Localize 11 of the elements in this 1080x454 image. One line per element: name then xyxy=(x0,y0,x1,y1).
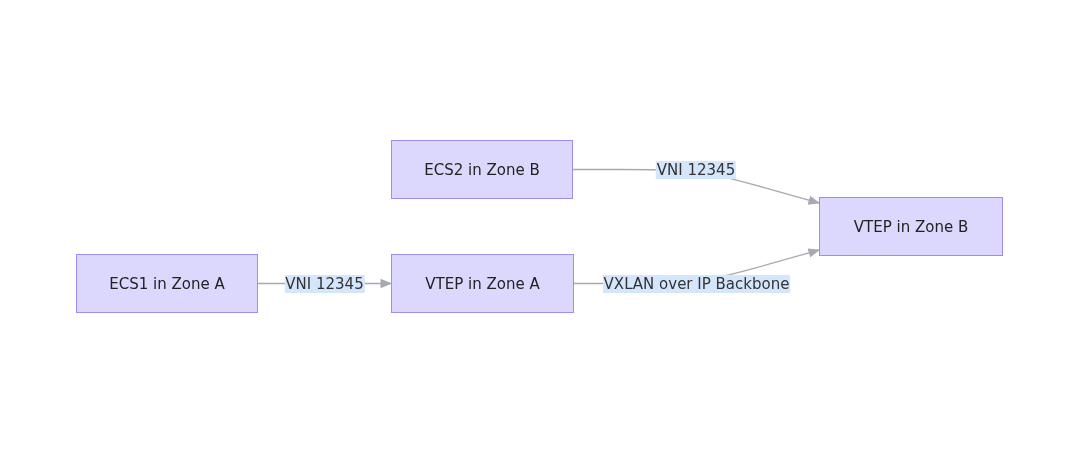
node-label: ECS2 in Zone B xyxy=(424,160,540,179)
process-box xyxy=(391,140,573,199)
node-label: VTEP in Zone B xyxy=(853,217,969,236)
node-label: VTEP in Zone A xyxy=(425,274,540,293)
edge-label: VNI 12345 xyxy=(284,274,365,293)
process-box xyxy=(391,254,574,313)
process-box xyxy=(819,197,1003,256)
node-label: ECS1 in Zone A xyxy=(109,274,225,293)
process-box xyxy=(76,254,258,313)
edge-label: VNI 12345 xyxy=(655,160,737,179)
edge-label: VXLAN over IP Backbone xyxy=(602,274,791,293)
